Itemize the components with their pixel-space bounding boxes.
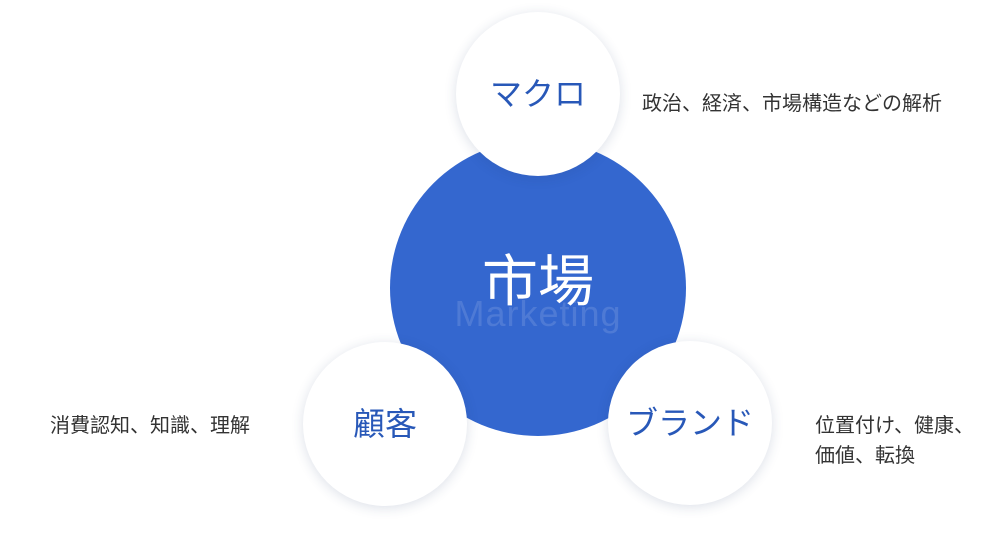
customer-description: 消費認知、知識、理解 [50,413,250,437]
market-title: 市場 [482,250,594,315]
brand-label: ブランド [625,404,754,442]
macro-label: マクロ [489,75,586,113]
macro-description: 政治、経済、市場構造などの解析 [642,91,942,115]
macro-node: マクロ [456,12,620,176]
brand-description-line-2: 価値、転換 [815,443,915,467]
brand-node: ブランド [608,341,772,505]
brand-description-line-1: 位置付け、健康、 [815,413,974,437]
customer-node: 顧客 [303,342,467,506]
customer-label: 顧客 [352,405,417,443]
marketing-watermark: Marketing [454,293,622,334]
brand-description: 位置付け、健康、 価値、転換 [815,410,974,470]
